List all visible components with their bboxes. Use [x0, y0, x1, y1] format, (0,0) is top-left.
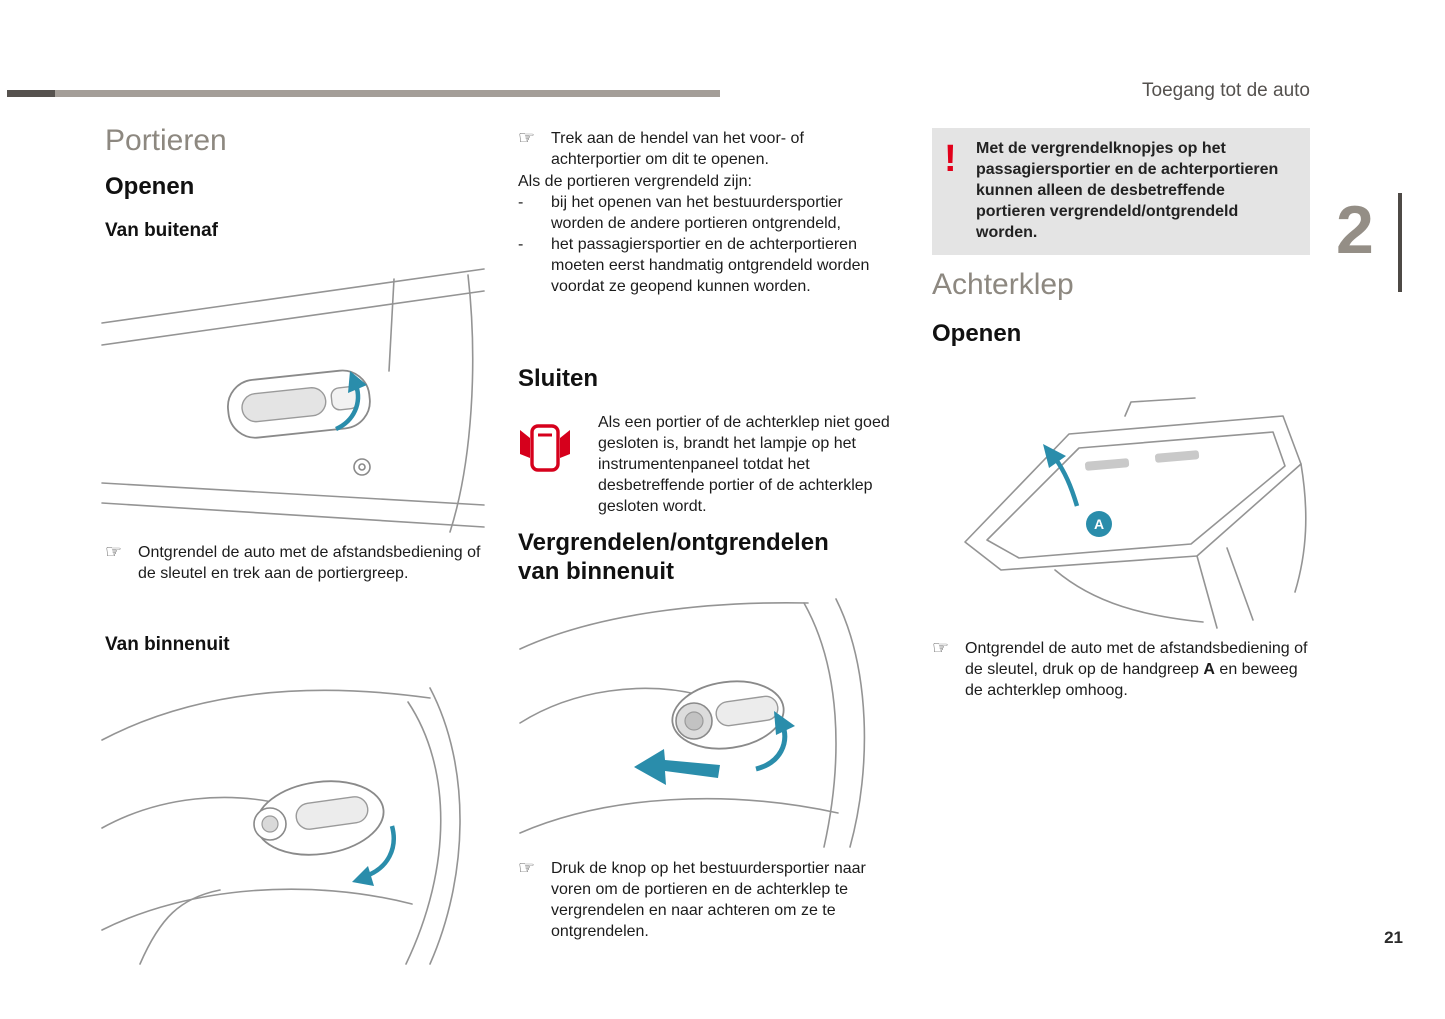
locked-item-2: - het passagiersportier en de achterport…: [518, 236, 870, 295]
top-rule: [7, 90, 720, 97]
exclamation-icon: !: [944, 138, 957, 180]
locked-item-1: - bij het openen van het bestuurdersport…: [518, 194, 843, 232]
note-text: Druk de knop op het bestuurdersportier n…: [551, 860, 866, 940]
door-handle: [227, 369, 371, 439]
interior-door-handle: [253, 780, 385, 856]
locked-intro: Als de portieren vergrendeld zijn:: [518, 173, 752, 190]
section-title-achterklep: Achterklep: [932, 268, 1074, 301]
page-header: Toegang tot de auto: [1142, 80, 1310, 101]
dash-icon: -: [518, 194, 524, 211]
pointer-hand-icon: ☞: [105, 542, 123, 563]
blue-arrow-icon: [352, 825, 396, 886]
note-text: Ontgrendel de auto met de afstandsbedien…: [138, 544, 481, 582]
note-lock-unlock: ☞ Druk de knop op het bestuurdersportier…: [518, 858, 900, 942]
heading-sluiten: Sluiten: [518, 365, 599, 392]
pointer-hand-icon: ☞: [932, 638, 950, 659]
keyhole: [353, 458, 371, 476]
note-text: Trek aan de hendel van het voor- of acht…: [551, 130, 804, 168]
subheading-van-buitenaf: Van buitenaf: [105, 220, 218, 241]
chapter-number: 2: [1336, 192, 1374, 268]
vent-slots: [1084, 450, 1200, 471]
heading-openen-doors: Openen: [105, 173, 195, 200]
tailgate-illustration: A: [935, 372, 1313, 634]
handle-a-ref: A: [1203, 661, 1215, 678]
close-warning-text: Als een portier of de achterklep niet go…: [598, 414, 890, 515]
lock-knob: [671, 680, 785, 750]
section-title-portieren: Portieren: [105, 124, 227, 157]
close-warning-row: Als een portier of de achterklep niet go…: [518, 412, 900, 517]
dash-icon: -: [518, 236, 524, 253]
door-exterior-illustration: [100, 253, 486, 534]
door-interior-illustration: [100, 668, 486, 965]
page-number: 21: [1384, 928, 1403, 947]
chapter-edge-line: [1398, 193, 1402, 292]
heading-openen-tailgate: Openen: [932, 320, 1022, 347]
blue-lock-arrows-icon: [634, 711, 795, 785]
subheading-van-binnenuit: Van binnenuit: [105, 634, 230, 655]
door-ajar-icon: [518, 412, 588, 517]
door-lock-illustration: [518, 597, 900, 849]
svg-text:A: A: [1094, 516, 1104, 532]
pointer-hand-icon: ☞: [518, 128, 536, 149]
blue-arrow-icon: [334, 371, 367, 432]
heading-lock-unlock: Vergrendelen/ontgrendelen van binnenuit: [518, 529, 829, 585]
note-open-outside: ☞ Ontgrendel de auto met de afstandsbedi…: [105, 542, 488, 584]
tailgate-handle-label: A: [1086, 511, 1112, 537]
note-open-tailgate: ☞ Ontgrendel de auto met de afstandsbedi…: [932, 638, 1310, 701]
note-open-middle: ☞ Trek aan de hendel van het voor- of ac…: [518, 128, 900, 170]
warning-text: Met de vergrendelknopjes op het passagie…: [976, 140, 1279, 241]
note-text: Ontgrendel de auto met de afstandsbedien…: [965, 640, 1308, 699]
warning-box: ! Met de vergrendelknopjes op het passag…: [932, 128, 1310, 255]
pointer-hand-icon: ☞: [518, 858, 536, 879]
blue-arrow-icon: [1043, 444, 1080, 507]
